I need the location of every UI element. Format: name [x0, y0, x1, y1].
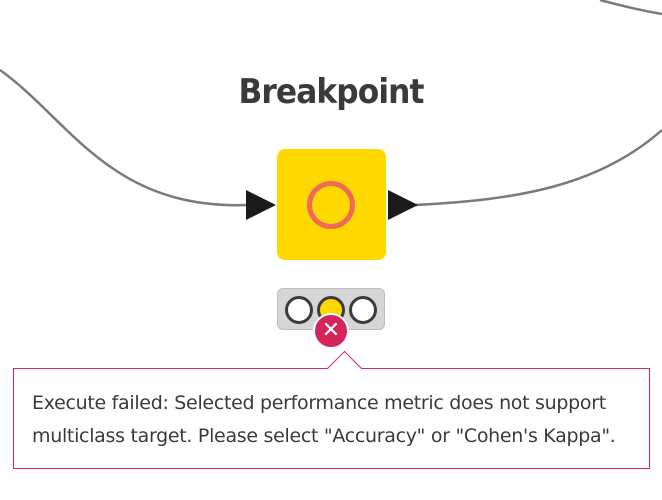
breakpoint-circle-icon [307, 181, 355, 229]
top-connection[interactable] [599, 0, 662, 16]
error-x-icon[interactable]: ✕ [313, 313, 349, 349]
breakpoint-node[interactable] [277, 149, 386, 260]
node-title[interactable]: Breakpoint [238, 72, 424, 112]
status-light-red [285, 296, 313, 324]
outgoing-connection[interactable] [414, 129, 662, 207]
error-tooltip: Execute failed: Selected performance met… [13, 350, 650, 469]
error-message: Execute failed: Selected performance met… [32, 392, 616, 447]
output-port[interactable] [388, 190, 418, 220]
input-port[interactable] [246, 190, 276, 220]
incoming-connection[interactable] [0, 68, 249, 207]
status-light-green [349, 296, 377, 324]
